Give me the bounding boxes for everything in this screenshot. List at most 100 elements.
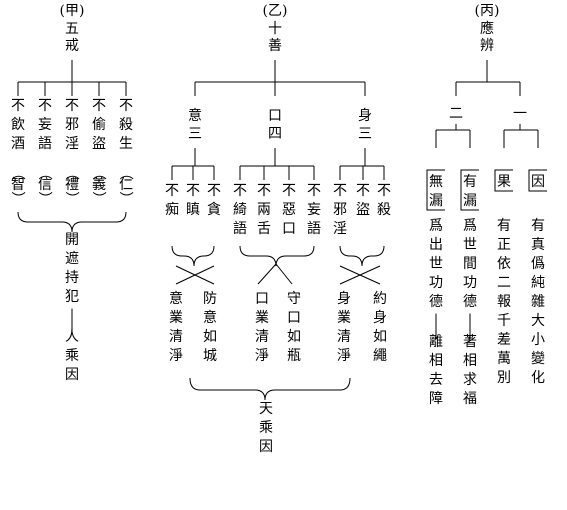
svg-text:（: （ (117, 166, 133, 180)
svg-text:不: 不 (65, 98, 79, 114)
svg-text:義: 義 (92, 176, 106, 193)
svg-text:）: ） (117, 191, 133, 205)
svg-text:智: 智 (11, 177, 25, 193)
jia-precept: 不飲酒 (11, 98, 25, 152)
svg-text:果: 果 (497, 174, 511, 190)
svg-text:千: 千 (497, 313, 511, 329)
svg-text:漏: 漏 (463, 193, 477, 209)
yi-item: 不綺語 (233, 183, 247, 237)
yi-item: 不盜 (356, 183, 370, 218)
svg-text:業: 業 (255, 310, 269, 326)
svg-text:身: 身 (337, 291, 351, 307)
bing-branch: 二 (449, 106, 463, 122)
svg-text:如: 如 (203, 329, 217, 345)
svg-text:變: 變 (531, 351, 545, 367)
jia-virtue: （仁） (117, 166, 133, 205)
svg-text:出: 出 (429, 237, 443, 253)
svg-text:意: 意 (188, 107, 202, 124)
bing-branch: 一 (513, 106, 527, 122)
bing-tag-guo: 果 (494, 169, 513, 192)
svg-text:二: 二 (449, 106, 463, 122)
yi-result: 天乘因 (259, 401, 273, 455)
yi-item: 不邪淫 (333, 183, 347, 237)
svg-text:功: 功 (463, 275, 477, 291)
svg-text:綺: 綺 (233, 202, 247, 218)
svg-text:功: 功 (429, 275, 443, 291)
svg-text:犯: 犯 (65, 289, 79, 305)
svg-text:五: 五 (65, 21, 79, 37)
svg-text:天: 天 (259, 401, 273, 417)
svg-text:如: 如 (287, 329, 301, 345)
yi-group-1: 口四 (268, 108, 282, 142)
svg-text:偷: 偷 (92, 117, 106, 133)
svg-text:殺: 殺 (119, 117, 133, 133)
svg-text:口: 口 (268, 108, 282, 124)
section-bing: (丙) (435, 3, 539, 148)
svg-text:遮: 遮 (65, 251, 79, 267)
svg-text:雜: 雜 (531, 294, 545, 310)
svg-text:不: 不 (38, 98, 52, 114)
svg-text:妄: 妄 (38, 117, 52, 133)
yi-item: 不瞋 (186, 183, 200, 218)
svg-text:因: 因 (259, 439, 273, 455)
svg-text:別: 別 (497, 370, 511, 386)
svg-text:二: 二 (497, 275, 511, 291)
svg-text:清: 清 (337, 329, 351, 345)
svg-text:禮: 禮 (65, 177, 79, 193)
svg-text:語: 語 (307, 221, 321, 237)
svg-text:依: 依 (497, 256, 511, 272)
svg-text:乘: 乘 (65, 348, 79, 364)
svg-text:純: 純 (531, 275, 545, 291)
jia-title: 五戒 (65, 21, 79, 54)
yi-item: 不貪 (207, 183, 221, 218)
svg-text:不: 不 (92, 98, 106, 114)
svg-text:）: ） (9, 191, 25, 205)
svg-text:惡: 惡 (282, 202, 296, 218)
svg-text:漏: 漏 (429, 193, 443, 209)
svg-text:（: （ (9, 166, 25, 180)
svg-text:戒: 戒 (65, 38, 79, 54)
svg-text:不: 不 (207, 183, 221, 199)
svg-text:防: 防 (203, 291, 217, 307)
svg-text:爲: 爲 (429, 218, 443, 234)
svg-text:不: 不 (119, 98, 133, 114)
jia-virtue: （信） (36, 166, 52, 205)
svg-text:有: 有 (463, 174, 477, 190)
svg-text:（: （ (63, 166, 79, 180)
svg-text:一: 一 (513, 106, 527, 122)
svg-text:邪: 邪 (65, 117, 79, 133)
svg-text:爲: 爲 (463, 218, 477, 234)
yi-item: 不兩舌 (257, 183, 271, 237)
svg-text:淨: 淨 (169, 348, 183, 364)
svg-text:邪: 邪 (333, 202, 347, 218)
svg-text:意: 意 (203, 309, 217, 326)
svg-text:（: （ (36, 166, 52, 180)
yi-item: 不痴 (165, 183, 179, 218)
jia-tree-lines (17, 60, 127, 233)
jia-virtue: （禮） (63, 166, 79, 205)
svg-text:）: ） (63, 191, 79, 205)
svg-text:真: 真 (531, 237, 545, 253)
svg-text:業: 業 (337, 310, 351, 326)
svg-text:辨: 辨 (480, 38, 494, 54)
svg-text:不: 不 (257, 183, 271, 199)
svg-text:間: 間 (463, 256, 477, 272)
svg-text:開: 開 (65, 232, 79, 248)
svg-text:意: 意 (169, 290, 183, 307)
svg-text:瓶: 瓶 (287, 348, 301, 364)
svg-text:淫: 淫 (333, 221, 347, 237)
svg-text:德: 德 (463, 294, 477, 310)
svg-text:如: 如 (373, 329, 387, 345)
section-jia: (甲) 五戒 (17, 3, 127, 233)
svg-text:口: 口 (282, 221, 296, 237)
svg-text:十: 十 (268, 21, 282, 37)
svg-text:不: 不 (233, 183, 247, 199)
